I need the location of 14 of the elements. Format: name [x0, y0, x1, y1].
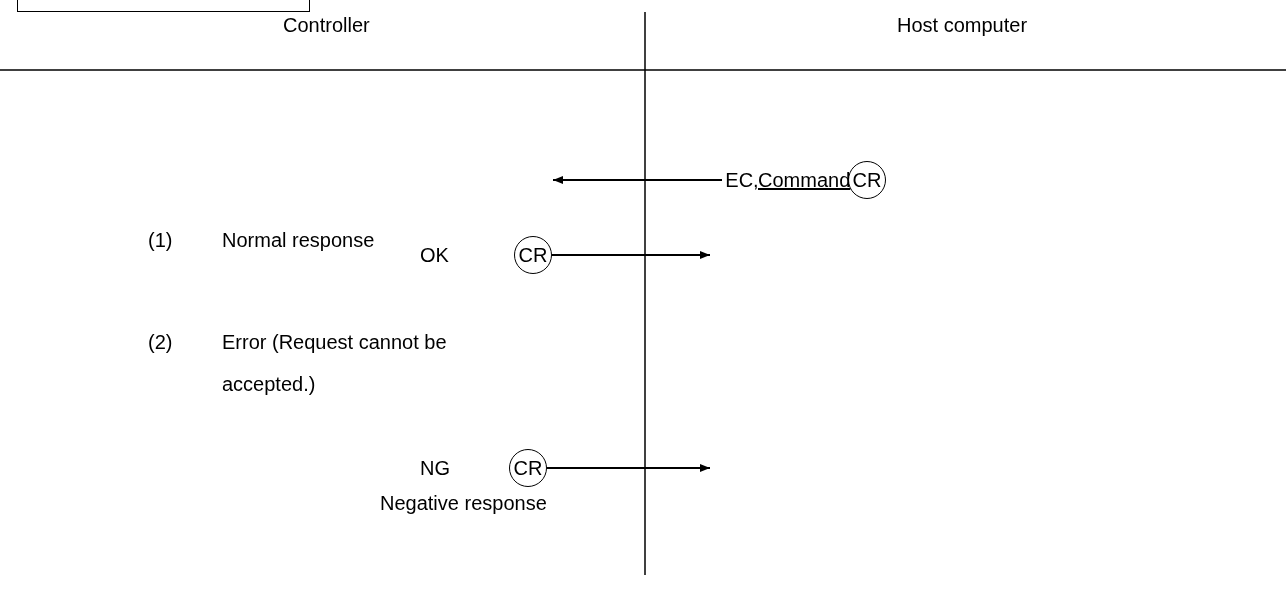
item-number: (2) — [148, 330, 173, 354]
empty-box — [17, 0, 310, 12]
response-code: NG — [420, 456, 450, 480]
column-header: Controller — [283, 13, 370, 37]
arrow — [546, 464, 711, 472]
response-code: OK — [420, 243, 449, 267]
column-header: Host computer — [897, 13, 1028, 37]
message-text: Command — [758, 168, 851, 192]
response-caption: Negative response — [380, 491, 547, 515]
response-caption: Normal response — [222, 228, 375, 252]
arrow — [552, 176, 723, 184]
response-caption: Error (Request cannot be accepted.) — [222, 330, 448, 397]
item-number: (1) — [148, 228, 173, 252]
arrow — [551, 251, 711, 259]
